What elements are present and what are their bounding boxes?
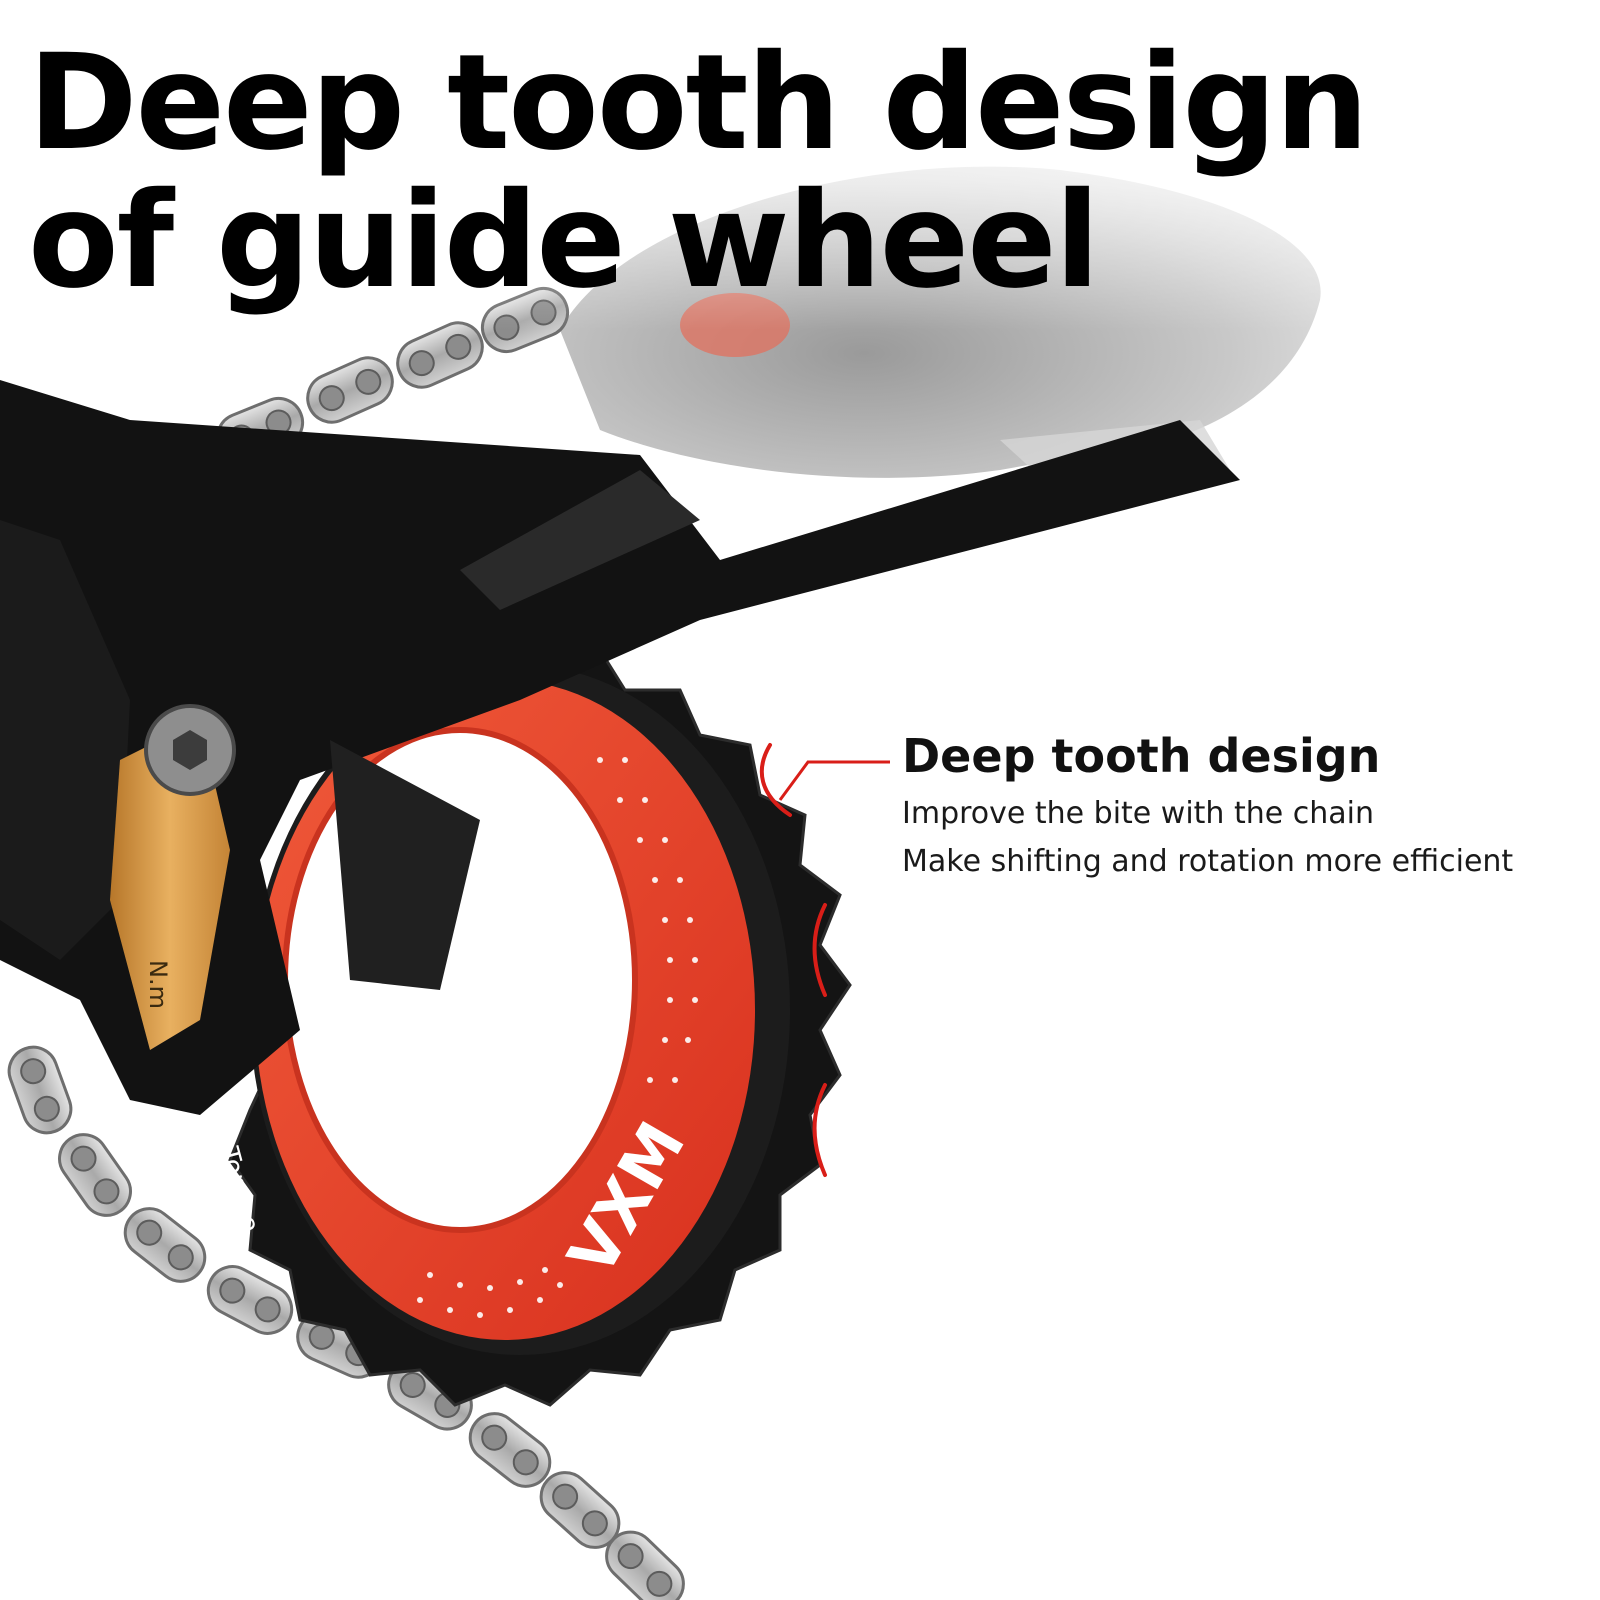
torque-text: N.m [144, 960, 172, 1009]
tooth-accent-arcs [759, 743, 827, 1177]
gold-plate [110, 720, 230, 1050]
feature-callout: Deep tooth design Improve the bite with … [902, 728, 1513, 886]
hex-bolt-icon [144, 704, 236, 796]
page-title: Deep tooth design of guide wheel [28, 26, 1369, 318]
callout-title: Deep tooth design [902, 729, 1381, 783]
page-title-line-2: of guide wheel [28, 164, 1100, 318]
page-title-line-1: Deep tooth design [28, 26, 1369, 180]
callout-line-2: Make shifting and rotation more efficien… [902, 844, 1514, 879]
callout-leader-icon [778, 760, 890, 801]
headline-fade [0, 0, 1600, 330]
derailleur-cage: N.m [0, 380, 1240, 1115]
callout-line-1: Improve the bite with the chain [902, 796, 1374, 831]
